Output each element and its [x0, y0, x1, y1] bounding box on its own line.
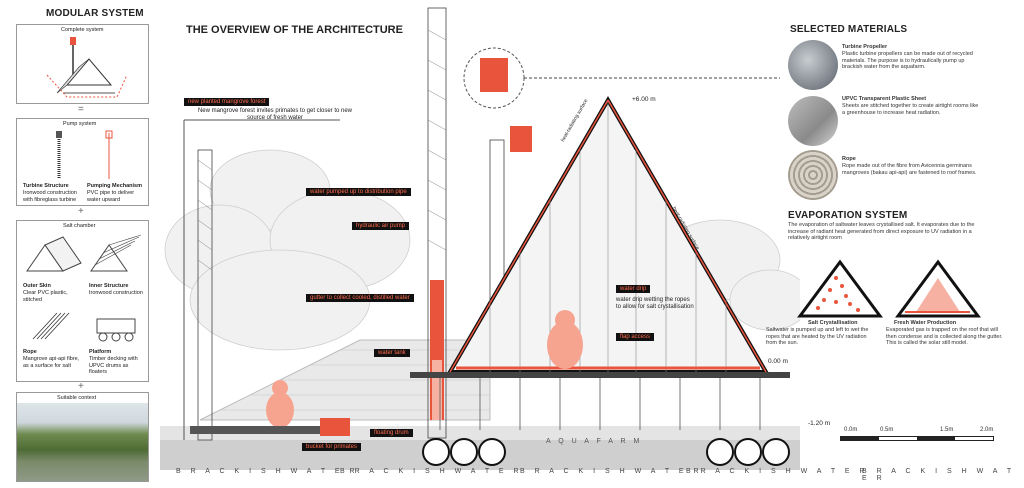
brackish-water-2: B R A C K I S H W A T E R [340, 468, 523, 475]
scale-bar [840, 436, 994, 441]
brackish-water-3: B R A C K I S H W A T E R [520, 468, 703, 475]
brackish-water-4: B R A C K I S H W A T E R [686, 468, 869, 475]
turbine-desc: Ironwood construction with fibreglass tu… [23, 190, 77, 203]
fresh-water-desc: Evaporated gas is trapped on the roof th… [886, 327, 1003, 346]
complete-system-drawing [46, 37, 128, 98]
level-top: +6.00 m [632, 96, 656, 103]
inner-structure-desc: Ironwood construction [89, 290, 143, 296]
inner-structure-title: Inner Structure [89, 283, 129, 289]
upvc-sheet-image [788, 96, 838, 146]
materials-title: SELECTED MATERIALS [790, 24, 908, 35]
forest-desc: New mangrove forest invites primates to … [197, 108, 353, 121]
pumping-title: Pumping Mechanism [87, 183, 143, 189]
main-title: THE OVERVIEW OF THE ARCHITECTURE [186, 24, 403, 36]
architecture-section-drawing [160, 7, 800, 470]
level-zero: 0.00 m [768, 358, 788, 365]
water-drip-tag: water drip [616, 285, 651, 293]
complete-label: Complete system [61, 27, 104, 33]
fresh-water-title: Fresh Water Production [894, 320, 957, 326]
rope-desc: Mangrove api-api fibre, as a surface for… [23, 356, 80, 369]
material-1-desc: Plastic turbine propellers can be made o… [842, 51, 973, 70]
scale-0: 0.0m [844, 427, 858, 433]
equals-sign: = [78, 104, 84, 115]
evaporation-title: EVAPORATION SYSTEM [788, 210, 908, 221]
scale-3: 2.0m [980, 427, 994, 433]
hydraulic-tag: hydraulic air pump [352, 222, 410, 230]
forest-tag: new planted mangrove forest [184, 98, 270, 106]
gutter-tag: gutter to collect cooled, distilled wate… [306, 294, 414, 302]
bucket-tag: bucket for primates [302, 443, 362, 451]
context-label: Suitable context [57, 395, 97, 401]
evaporation-desc: The evaporation of saltwater leaves crys… [788, 222, 975, 241]
brackish-water-5: B R A C K I S H W A T E R [862, 468, 1015, 482]
pump-drawing [56, 130, 113, 179]
rope-image [788, 150, 838, 200]
pump-label: Pump system [63, 121, 97, 127]
pumping-desc: PVC pipe to deliver water upward [87, 190, 135, 203]
brackish-water-1: B R A C K I S H W A T E R [176, 468, 359, 475]
salt-chamber-box: Salt chamber Outer Skin Clear PVC plasti… [16, 220, 149, 382]
level-bottom: -1.20 m [808, 420, 831, 427]
salt-label: Salt chamber [63, 223, 96, 229]
turbine-propeller-image [788, 40, 838, 90]
material-3-desc: Rope made out of the fibre from Avicenni… [842, 163, 977, 176]
salt-cryst-desc: Saltwater is pumped up and left to wet t… [766, 327, 869, 346]
outer-skin-desc: Clear PVC plastic, stitched [23, 290, 68, 303]
outer-skin-title: Outer Skin [23, 283, 51, 289]
scale-1: 0.5m [880, 427, 894, 433]
scale-2: 1.5m [940, 427, 954, 433]
flap-access-tag: flap access [616, 333, 655, 341]
material-2-desc: Sheets are stitched together to create a… [842, 103, 979, 116]
water-drip-desc: water drip wetting the ropes to allow fo… [616, 297, 694, 310]
modular-title: MODULAR SYSTEM [46, 8, 144, 19]
material-1-name: Turbine Propeller [842, 44, 888, 50]
rope-title: Rope [23, 349, 37, 355]
rope-platform-drawing [32, 312, 136, 342]
water-tank-tag: water tank [374, 349, 410, 357]
evaporation-diagrams [797, 259, 981, 318]
mangrove-photo [17, 403, 148, 481]
complete-system-box: Complete system [16, 24, 149, 104]
platform-title: Platform [89, 349, 112, 355]
suitable-context-box: Suitable context [16, 392, 149, 482]
turbine-title: Turbine Structure [23, 183, 69, 189]
water-pumped-tag: water pumped up to distribution pipe [306, 188, 411, 196]
floating-drum-tag: floating drum [370, 429, 413, 437]
salt-skins-drawing [26, 234, 142, 272]
plus-sign-1: + [78, 206, 84, 217]
pump-system-box: Pump system Turbine Structure Ironwood c… [16, 118, 149, 206]
plus-sign-2: + [78, 381, 84, 392]
platform-desc: Timber decking with UPVC drums as floate… [89, 356, 138, 375]
aquafarm-label: A Q U A F A R M [546, 438, 643, 445]
material-3-name: Rope [842, 156, 856, 162]
salt-cryst-title: Salt Crystallisation [808, 320, 858, 326]
material-2-name: UPVC Transparent Plastic Sheet [842, 96, 927, 102]
